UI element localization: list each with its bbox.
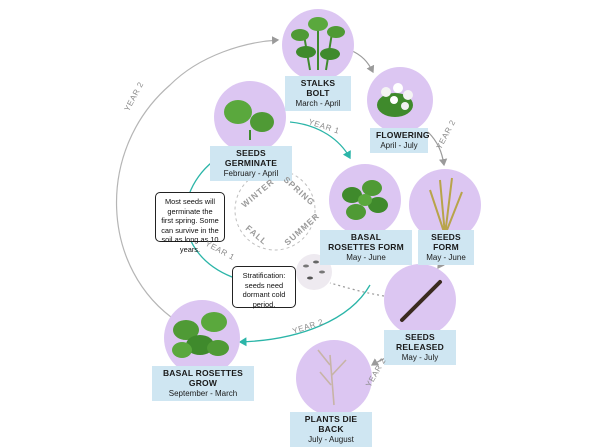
seeds-form-pods-illustration: [429, 177, 463, 236]
seeds-germinate-label: SEEDS GERMINATE February - April: [210, 146, 292, 181]
seed-survival-note: Most seeds will germinate the first spri…: [155, 192, 225, 254]
seeds-form-dates: May - June: [426, 253, 466, 262]
seeds-form-title: SEEDS FORM: [431, 232, 461, 252]
basal-rosettes-grow-illustration: [172, 312, 229, 358]
flowering-title: FLOWERING: [376, 130, 430, 140]
seeds-germinate-leaf-illustration: [224, 100, 274, 140]
stalks-bolt-plant-illustration: [291, 17, 345, 71]
seeds-form-label: SEEDS FORM May - June: [418, 230, 474, 265]
released-to-stratification-dots: [329, 282, 385, 297]
basal-rosettes-grow-title: BASAL ROSETTES GROW: [162, 368, 244, 388]
seeds-released-pod-illustration: [400, 280, 442, 322]
outer-cycle-arrow: [116, 36, 280, 323]
rosette-grow-arrow: [238, 284, 371, 347]
flowering-dates: April - July: [380, 141, 418, 150]
seeds-released-dates: May - July: [401, 353, 439, 362]
seeds-germinate-dates: February - April: [223, 169, 279, 178]
stalks-bolt-title: STALKS BOLT: [300, 78, 336, 98]
basal-rosettes-form-dates: May - June: [346, 253, 386, 262]
germinate-to-rosette-arrow: [289, 121, 351, 160]
plants-die-back-illustration: [317, 349, 347, 406]
basal-rosettes-grow-label: BASAL ROSETTES GROW September - March: [152, 366, 254, 401]
plants-die-back-label: PLANTS DIE BACK July - August: [290, 412, 372, 447]
stratification-note: Stratification: seeds need dormant cold …: [232, 266, 296, 309]
basal-rosettes-form-title: BASAL ROSETTES FORM: [328, 232, 404, 252]
basal-rosettes-form-illustration: [342, 180, 388, 220]
bolt-to-flower-arrow: [349, 49, 375, 74]
stalks-bolt-label: STALKS BOLT March - April: [285, 76, 351, 111]
plants-die-back-title: PLANTS DIE BACK: [304, 414, 358, 434]
basal-rosettes-form-label: BASAL ROSETTES FORM May - June: [320, 230, 412, 265]
stratification-seeds-illustration: [303, 260, 325, 280]
plants-die-back-bubble: [296, 340, 372, 416]
seeds-germinate-title: SEEDS GERMINATE: [224, 148, 278, 168]
seeds-released-title: SEEDS RELEASED: [396, 332, 444, 352]
seeds-released-label: SEEDS RELEASED May - July: [384, 330, 456, 365]
seeds-form-bubble: [409, 169, 481, 241]
flowering-plant-illustration: [377, 83, 413, 117]
basal-rosettes-grow-dates: September - March: [168, 389, 238, 398]
stalks-bolt-dates: March - April: [295, 99, 341, 108]
flowering-label: FLOWERING April - July: [370, 128, 430, 153]
flower-to-seedsform-arrow: [427, 131, 448, 167]
